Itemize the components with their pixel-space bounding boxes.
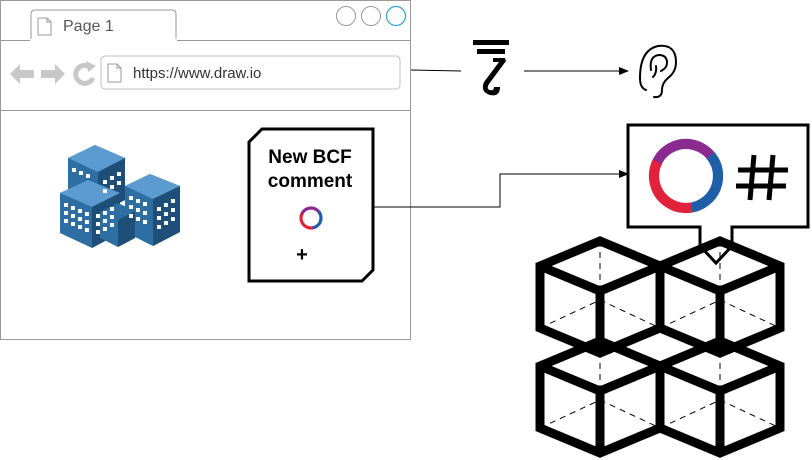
url-text[interactable]: https://www.draw.io	[133, 65, 262, 82]
address-bar[interactable]	[100, 55, 401, 90]
tab-title[interactable]: Page 1	[63, 18, 114, 35]
refresh-icon[interactable]	[73, 61, 96, 86]
note-to-callout-arrow	[374, 170, 629, 208]
crane-hook-icon	[473, 40, 509, 96]
browser-tab[interactable]	[30, 9, 177, 40]
close-button[interactable]	[385, 5, 407, 27]
ifc-blocks-icon	[535, 236, 785, 458]
add-button[interactable]: +	[296, 244, 308, 266]
back-arrow-icon[interactable]	[10, 64, 34, 84]
browser-to-hook-line	[410, 69, 462, 72]
hash-icon	[736, 154, 788, 201]
forward-arrow-icon[interactable]	[41, 64, 65, 84]
note-title: New BCF comment	[267, 147, 353, 192]
bcf-topic-callout	[626, 123, 810, 266]
maximize-button[interactable]	[361, 6, 381, 26]
page-icon	[107, 63, 122, 83]
office-buildings-icon	[60, 145, 180, 248]
page-icon	[37, 17, 52, 36]
bcf-comment-note	[247, 127, 375, 283]
minimize-button[interactable]	[336, 6, 356, 26]
ear-icon	[638, 44, 678, 99]
